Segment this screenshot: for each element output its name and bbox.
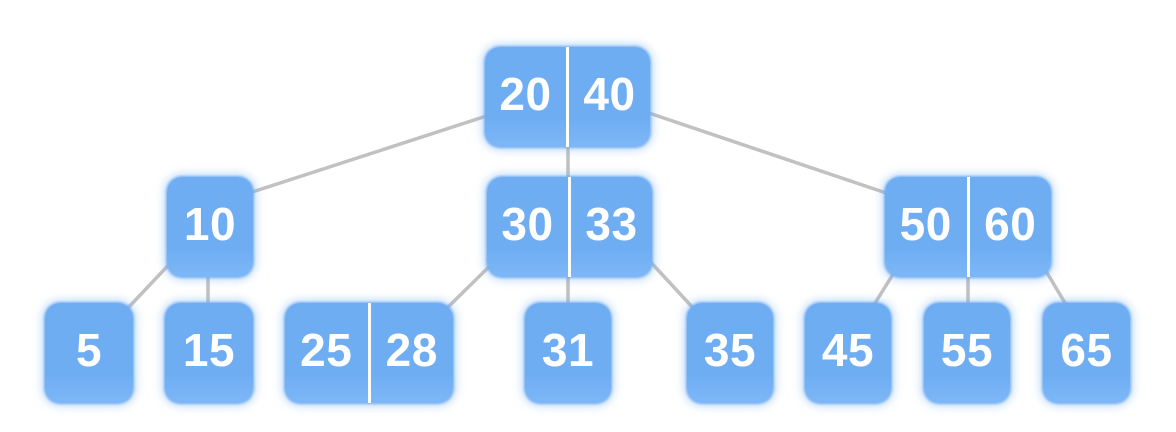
tree-edge-root-n50 [638,108,897,198]
node-key: 55 [940,324,994,376]
node-key: 33 [568,177,652,277]
node-key: 35 [703,324,757,376]
tree-node-n30: 30 33 [487,177,652,277]
node-key: 5 [75,324,103,376]
node-key: 28 [367,303,454,403]
node-key: 60 [966,177,1052,277]
tree-node-n10: 10 [167,177,253,277]
node-key: 20 [499,68,552,120]
tree-node-n65: 65 [1043,303,1130,403]
node-key: 45 [821,324,875,376]
tree-node-n31: 31 [525,303,611,403]
node-key: 15 [182,324,236,376]
tree-node-n5: 5 [45,303,133,403]
node-key: 40 [566,47,650,147]
node-key: 31 [541,324,595,376]
node-key: 25 [300,324,353,376]
tree-node-n35: 35 [687,303,773,403]
tree-node-n55: 55 [924,303,1010,403]
node-key: 30 [501,198,554,250]
tree-edge-n30-n35 [643,254,697,312]
tree-node-n25: 25 28 [285,303,453,403]
node-key: 65 [1060,324,1113,376]
node-key: 50 [899,198,952,250]
node-key: 10 [183,198,237,250]
tree-node-n45: 45 [805,303,891,403]
tree-node-n15: 15 [165,303,253,403]
tree-edge-root-n10 [238,108,507,198]
tree-node-n50: 50 60 [885,177,1051,277]
